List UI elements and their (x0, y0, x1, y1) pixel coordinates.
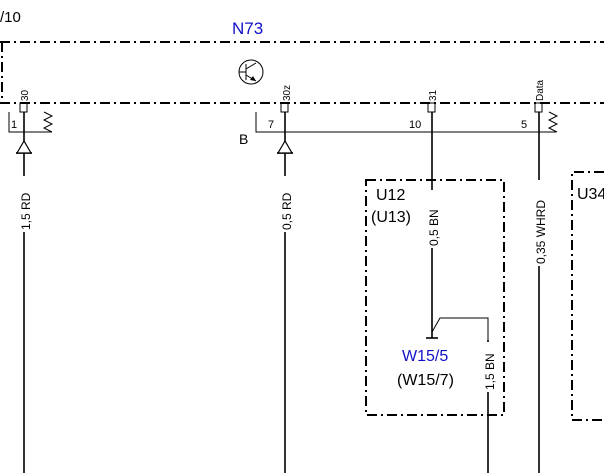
box-u12-title: U12 (376, 187, 405, 204)
wire-2: 0,5 RD (276, 112, 294, 473)
wire-3: 0,5 BN (424, 112, 441, 338)
pin-30: 30 1 (11, 89, 31, 131)
wire-1: 1,5 RD (15, 112, 33, 473)
ground-name: W15/5 (402, 348, 448, 365)
wire-4-label: 0,35 WHRD (534, 200, 548, 264)
pin-31: 31 10 (409, 89, 439, 131)
lead-bracket-left (8, 111, 54, 133)
lead-bracket-right: B (239, 111, 559, 147)
wire-2-label: 0,5 RD (280, 192, 294, 230)
pin-30z-label: 30z (282, 85, 293, 101)
pin-30z: 30z 7 (268, 85, 293, 131)
ground-alt-name: (W15/7) (397, 372, 454, 389)
sheet-reference: /10 (0, 9, 21, 26)
pin-30-label: 30 (20, 89, 31, 101)
pin-30-number: 1 (11, 119, 17, 131)
box-u34: U34 (571, 171, 604, 421)
fuse-arrow-icon (15, 139, 33, 154)
box-u34-title: U34 (577, 186, 604, 203)
pin-30z-number: 7 (268, 119, 274, 131)
fuse-arrow-icon (276, 139, 294, 154)
pin-data-label: Data (535, 79, 546, 101)
box-u12: U12 (U13) (365, 179, 505, 416)
transistor-icon (238, 59, 264, 85)
ground-point: W15/5 (W15/7) (397, 317, 489, 389)
wire-1-label: 1,5 RD (19, 192, 33, 230)
pin-data-number: 5 (521, 119, 527, 131)
module-n73: N73 (0, 19, 604, 104)
module-label: N73 (232, 19, 263, 38)
wire-5: 1,5 BN (480, 340, 497, 473)
wire-4: 0,35 WHRD (531, 112, 548, 473)
wire-5-label: 1,5 BN (483, 353, 497, 390)
box-u12-subtitle: (U13) (371, 209, 411, 226)
pin-31-number: 10 (409, 119, 421, 131)
pin-data: Data 5 (521, 79, 546, 131)
wire-3-label: 0,5 BN (427, 209, 441, 246)
pin-31-label: 31 (428, 89, 439, 101)
branch-label: B (239, 131, 248, 147)
